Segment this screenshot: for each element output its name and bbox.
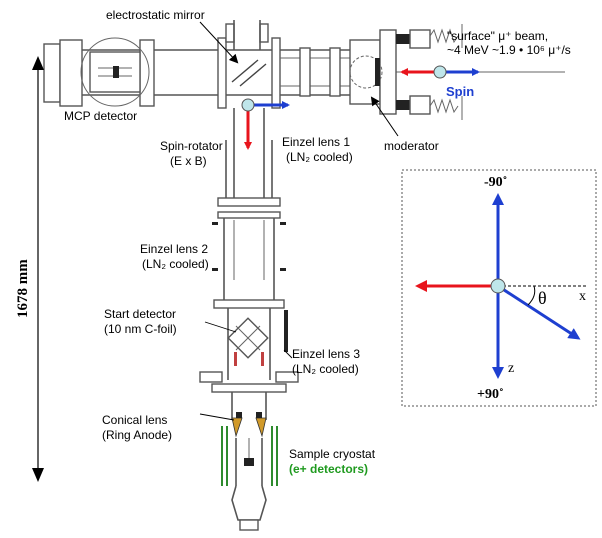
label-beam-line2: ~4 MeV ~1.9 • 10⁶ μ⁺/s — [447, 43, 571, 57]
electrostatic-mirror — [199, 21, 267, 87]
label-start-detector-line1: Start detector — [104, 307, 176, 321]
moderator-assembly — [349, 24, 463, 137]
horizontal-beamline — [43, 20, 565, 115]
vertical-beamline — [199, 108, 299, 531]
leader-lines — [199, 321, 293, 421]
rotated-spin-arrows — [241, 98, 290, 150]
mcp-detector — [80, 37, 150, 107]
label-e-detectors: (e+ detectors) — [289, 462, 368, 476]
label-conical-lens-line2: (Ring Anode) — [102, 428, 172, 442]
label-einzel3-line2: (LN₂ cooled) — [292, 362, 359, 376]
label-moderator: moderator — [384, 139, 439, 153]
inset-axis-z: z — [508, 361, 514, 376]
label-einzel2-line1: Einzel lens 2 — [140, 242, 208, 256]
inset-top-angle: -90˚ — [484, 175, 507, 190]
label-mcp-detector: MCP detector — [64, 109, 137, 123]
label-length: 1678 mm — [15, 259, 31, 318]
label-einzel3-line1: Einzel lens 3 — [292, 347, 360, 361]
label-beam-line1: "surface" μ⁺ beam, — [447, 29, 548, 43]
length-dimension — [32, 56, 44, 482]
inset-axis-x: x — [579, 289, 586, 304]
label-einzel1-line1: Einzel lens 1 — [282, 135, 350, 149]
label-conical-lens-line1: Conical lens — [102, 413, 167, 427]
label-einzel2-line2: (LN₂ cooled) — [142, 257, 209, 271]
label-sample-cryostat: Sample cryostat — [289, 447, 376, 461]
incoming-beam-spin — [400, 65, 480, 79]
label-spin: Spin — [446, 84, 474, 99]
label-einzel1-line2: (LN₂ cooled) — [286, 150, 353, 164]
label-spin-rotator-line1: Spin-rotator — [160, 139, 223, 153]
inset-bottom-angle: +90˚ — [477, 387, 504, 402]
coordinate-inset — [401, 169, 597, 407]
label-electrostatic-mirror: electrostatic mirror — [106, 8, 205, 22]
label-start-detector-line2: (10 nm C-foil) — [104, 322, 177, 336]
inset-angle-theta: θ — [538, 288, 547, 308]
label-spin-rotator-line2: (E x B) — [170, 154, 207, 168]
